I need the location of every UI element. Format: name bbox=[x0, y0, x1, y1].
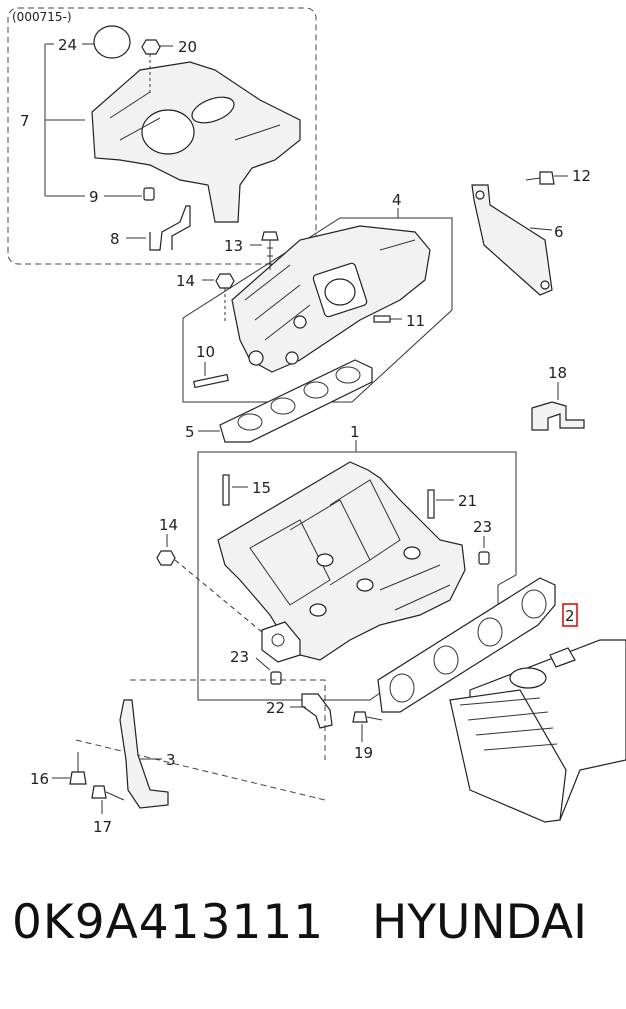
callout-13: 13 bbox=[224, 237, 243, 255]
callout-2: 2 bbox=[565, 607, 575, 625]
callout-9: 9 bbox=[89, 188, 99, 206]
callout-12: 12 bbox=[572, 167, 591, 185]
callout-14-lower: 14 bbox=[159, 516, 178, 534]
callout-24: 24 bbox=[58, 36, 77, 54]
callout-1: 1 bbox=[350, 423, 360, 441]
stud-10 bbox=[193, 373, 229, 389]
callout-5: 5 bbox=[185, 423, 195, 441]
stud-15 bbox=[222, 474, 230, 506]
callout-20: 20 bbox=[178, 38, 197, 56]
bracket-6 bbox=[471, 184, 553, 296]
stud-21 bbox=[427, 489, 435, 519]
brand-name: HYUNDAI bbox=[372, 895, 587, 950]
callout-17: 17 bbox=[93, 818, 112, 836]
bolt-12 bbox=[525, 171, 555, 185]
cylinder-head bbox=[449, 639, 626, 823]
callout-10: 10 bbox=[196, 343, 215, 361]
callout-6: 6 bbox=[554, 223, 564, 241]
grommet-9 bbox=[143, 187, 155, 201]
callout-22: 22 bbox=[266, 699, 285, 717]
callout-3: 3 bbox=[166, 751, 176, 769]
nut-14-lower bbox=[156, 550, 176, 566]
bracket-3 bbox=[119, 699, 169, 809]
callout-15: 15 bbox=[252, 479, 271, 497]
callout-14-upper: 14 bbox=[176, 272, 195, 290]
manifold-gasket-2 bbox=[377, 577, 556, 713]
callout-21: 21 bbox=[458, 492, 477, 510]
nut-20 bbox=[141, 39, 161, 96]
callout-23-left: 23 bbox=[230, 648, 249, 666]
bracket-8 bbox=[149, 205, 191, 251]
callout-11: 11 bbox=[406, 312, 425, 330]
callout-7: 7 bbox=[20, 112, 30, 130]
intake-plenum bbox=[231, 225, 431, 373]
cap-23-right bbox=[478, 551, 490, 565]
bolt-19 bbox=[352, 711, 383, 723]
bracket-frame bbox=[75, 679, 326, 801]
bolt-13 bbox=[261, 231, 279, 270]
hose-fitting-22 bbox=[301, 693, 333, 729]
plenum-frame bbox=[182, 217, 453, 403]
bracket-18 bbox=[531, 401, 585, 431]
plenum-gasket-5 bbox=[219, 359, 373, 443]
callout-19: 19 bbox=[354, 744, 373, 762]
stud-11 bbox=[373, 315, 391, 323]
cap-23-left bbox=[270, 671, 282, 685]
callout-4: 4 bbox=[392, 191, 402, 209]
cover-group-frame bbox=[7, 7, 317, 265]
bolt-16 bbox=[69, 752, 87, 785]
bolt-17 bbox=[91, 785, 125, 801]
callout-18: 18 bbox=[548, 364, 567, 382]
callout-8: 8 bbox=[110, 230, 120, 248]
footer: 0K9A413111 HYUNDAI bbox=[0, 895, 626, 975]
variant-code: (000715-) bbox=[12, 10, 72, 24]
intake-manifold bbox=[217, 461, 466, 663]
callout-2-highlight bbox=[562, 603, 578, 627]
part-number: 0K9A413111 bbox=[12, 895, 325, 950]
engine-cover bbox=[91, 25, 301, 223]
manifold-frame bbox=[197, 451, 517, 701]
callout-23-right: 23 bbox=[473, 518, 492, 536]
callout-16: 16 bbox=[30, 770, 49, 788]
nut-14-upper bbox=[215, 273, 235, 289]
